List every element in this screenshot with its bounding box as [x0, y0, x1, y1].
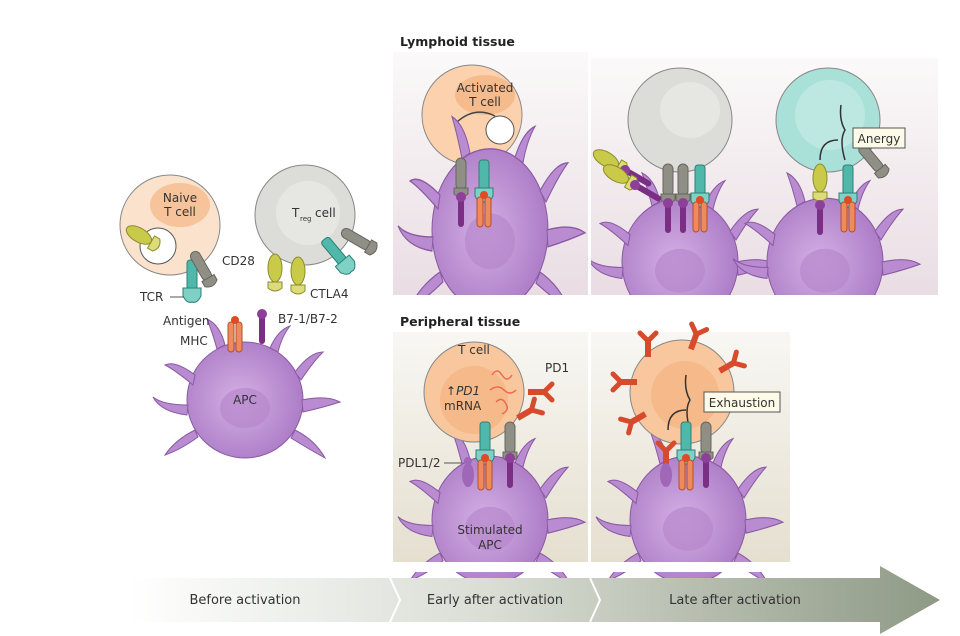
treg-cell: T reg cell [254, 164, 356, 266]
b7-ligand [257, 309, 267, 344]
svg-text:Anergy: Anergy [858, 132, 901, 146]
svg-text:T cell: T cell [457, 343, 490, 357]
stage-late: Late after activation [669, 593, 801, 608]
heading-peripheral: Peripheral tissue [400, 314, 520, 329]
ctla4-2 [290, 256, 306, 295]
svg-text:reg: reg [300, 215, 311, 223]
label-pdl12: PDL1/2 [398, 456, 440, 470]
anergy-box: Anergy [852, 127, 906, 149]
svg-text:APC: APC [478, 538, 502, 552]
ctla4-1 [267, 253, 283, 292]
svg-text:Naive: Naive [163, 191, 197, 205]
t-cell-peripheral: T cell ↑PD1 mRNA [423, 341, 525, 443]
svg-text:Stimulated: Stimulated [457, 523, 522, 537]
label-antigen: Antigen [163, 314, 209, 328]
label-cd28: CD28 [222, 254, 255, 268]
label-ctla4: CTLA4 [310, 287, 349, 301]
label-apc: APC [233, 393, 257, 407]
stage-early: Early after activation [427, 593, 563, 608]
activated-t-cell: Activated T cell [421, 64, 523, 166]
naive-t-cell: Naive T cell [119, 174, 221, 276]
label-b7: B7-1/B7-2 [278, 312, 338, 326]
svg-text:Exhaustion: Exhaustion [709, 396, 776, 410]
svg-text:Activated: Activated [457, 81, 514, 95]
heading-lymphoid: Lymphoid tissue [400, 34, 515, 49]
stage-before: Before activation [189, 593, 300, 608]
exhausted-t-cell [629, 339, 735, 445]
label-mhc: MHC [180, 334, 208, 348]
timeline-arrow: Before activation Early after activation… [128, 566, 940, 634]
label-tcr: TCR [139, 290, 163, 304]
treg-cell-late [627, 67, 733, 173]
svg-text:T cell: T cell [163, 205, 196, 219]
label-pd1: PD1 [545, 361, 569, 375]
svg-text:cell: cell [315, 206, 336, 220]
exhaustion-box: Exhaustion [703, 391, 781, 413]
svg-text:T: T [291, 206, 300, 220]
svg-text:T cell: T cell [468, 95, 501, 109]
svg-text:↑PD1: ↑PD1 [446, 384, 480, 398]
svg-text:mRNA: mRNA [444, 399, 482, 413]
